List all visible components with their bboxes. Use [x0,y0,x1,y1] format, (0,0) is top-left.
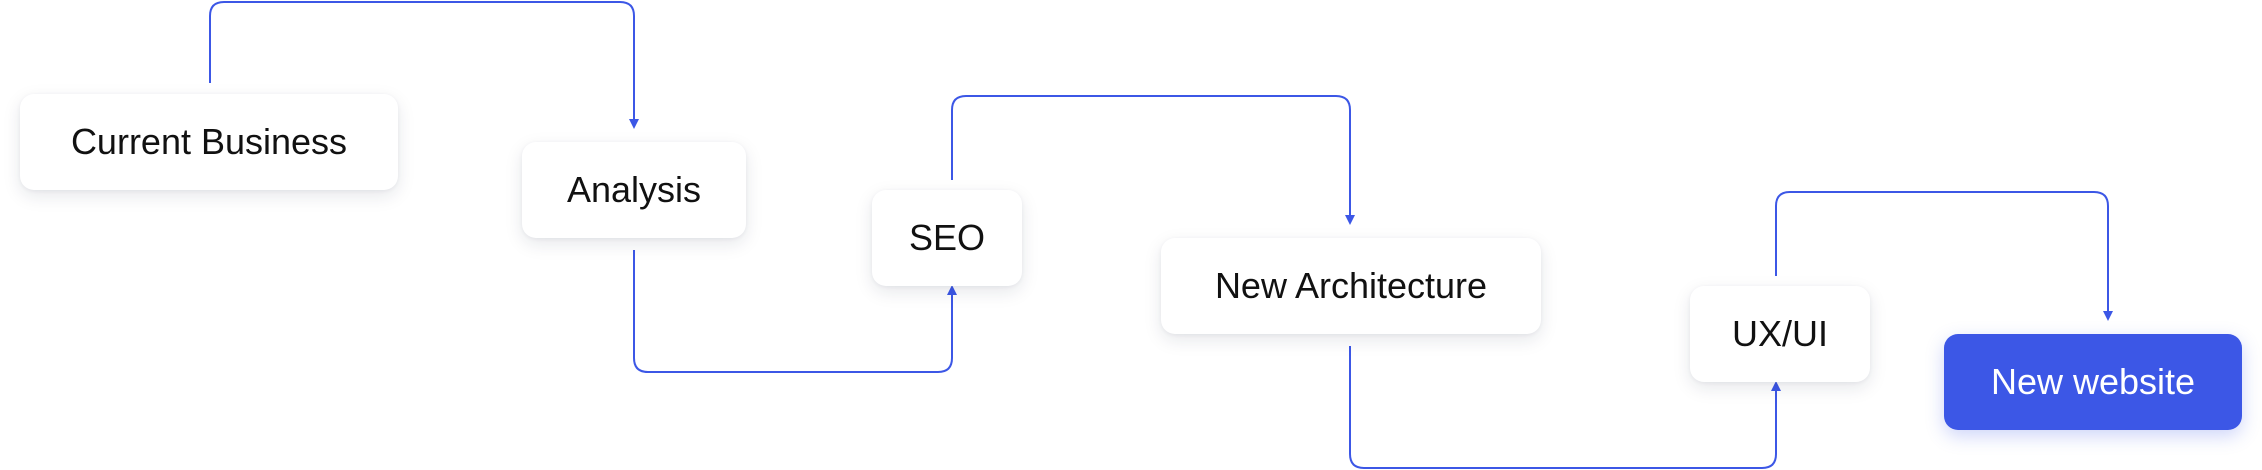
step-new-architecture-label: New Architecture [1214,265,1488,306]
step-current-business: Current Business [20,94,398,190]
step-seo-label: SEO [908,217,986,258]
step-ux-ui-label: UX/UI [1731,313,1828,354]
step-analysis-label: Analysis [566,169,702,210]
step-seo: SEO [872,190,1022,286]
step-current-business-label: Current Business [70,121,348,162]
step-new-website-label: New website [1990,361,2196,402]
step-analysis: Analysis [522,142,746,238]
step-new-architecture: New Architecture [1161,238,1541,334]
step-new-website: New website [1944,334,2242,430]
step-ux-ui: UX/UI [1690,286,1870,382]
connector-seo-to-architecture [951,95,1355,225]
connector-current-to-analysis [209,1,639,129]
connector-analysis-to-seo [633,250,957,373]
connector-uxui-to-website [1775,191,2113,321]
connector-architecture-to-uxui [1349,346,1781,469]
